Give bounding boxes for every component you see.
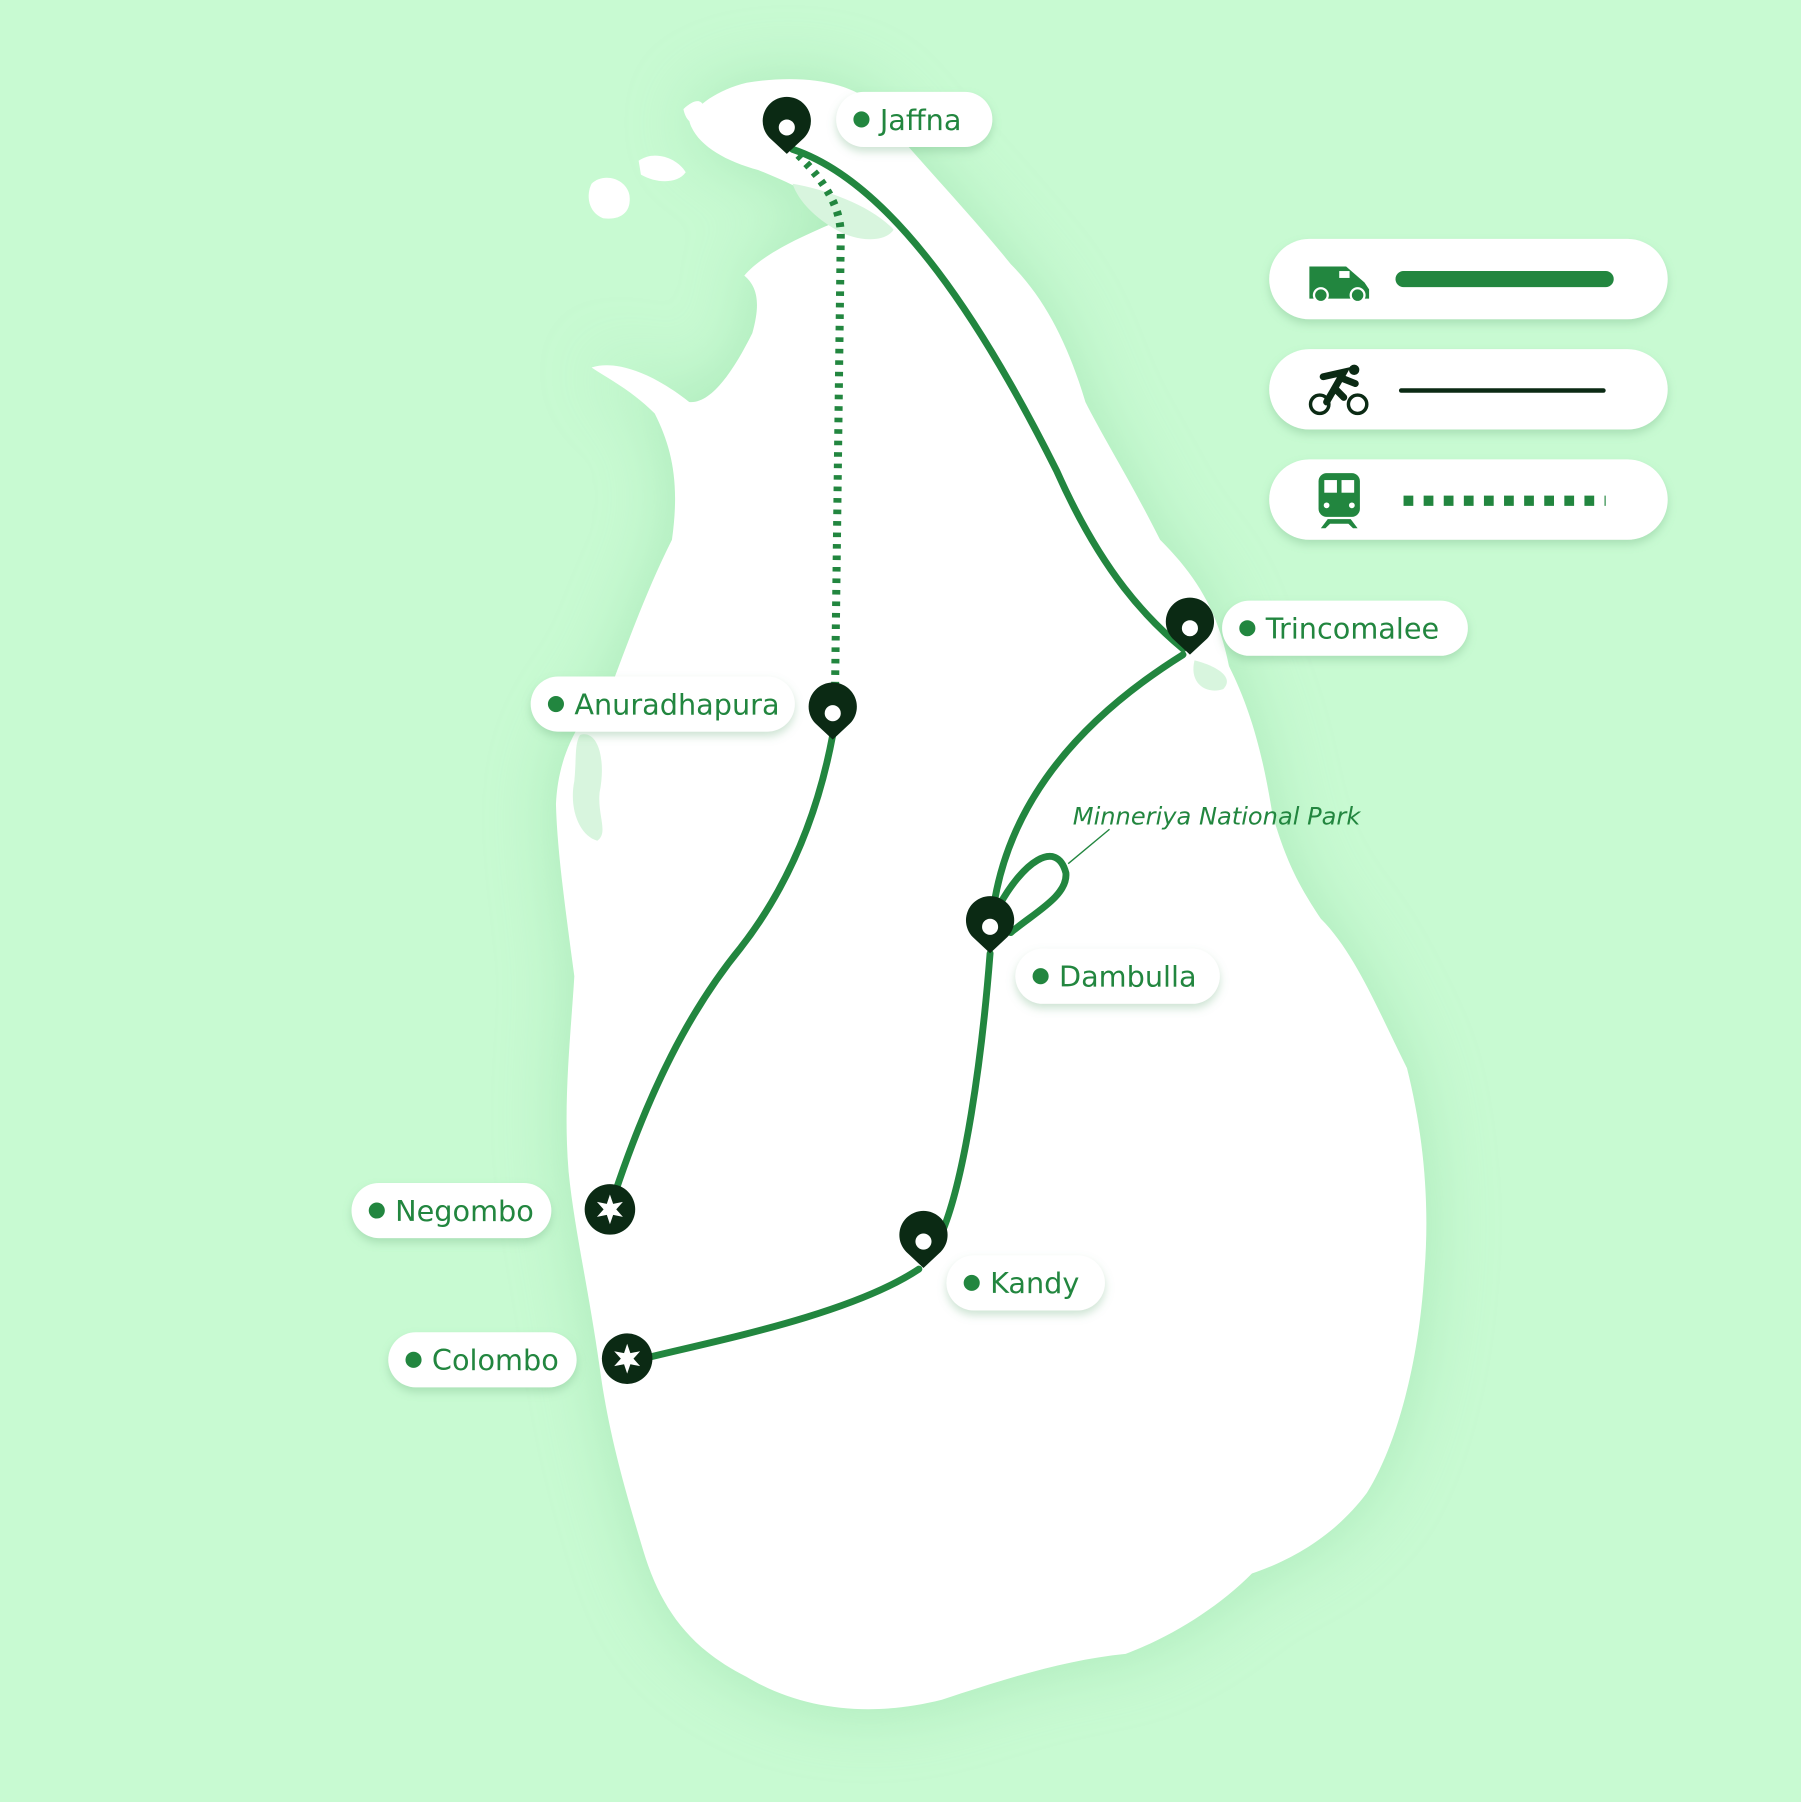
- place-name: Dambulla: [1059, 960, 1197, 994]
- label-kandy: Kandy: [946, 1255, 1105, 1311]
- route-dambulla-kandy: [936, 949, 994, 1242]
- route-jaffna-anuradhapura-train: [795, 152, 845, 692]
- pin-hole: [915, 1233, 932, 1250]
- label-pill: [351, 1182, 552, 1239]
- minneriya-label: Minneriya National Park: [1073, 803, 1362, 831]
- route-kandy-colombo: [639, 1265, 923, 1363]
- pin-hole: [982, 918, 999, 935]
- label-pill: [1015, 948, 1220, 1004]
- legend-item-van: [1269, 238, 1668, 320]
- islet: [588, 177, 630, 219]
- bullet-dot-icon: [405, 1351, 422, 1368]
- label-anuradhapura: Anuradhapura: [530, 676, 795, 732]
- label-pill: [946, 1255, 1105, 1311]
- place-name: Negombo: [395, 1194, 534, 1228]
- route-minneriya-loop: [993, 852, 1070, 937]
- marker-trincomalee[interactable]: [1165, 597, 1215, 655]
- bullet-dot-icon: [1239, 620, 1256, 637]
- label-pill: [1222, 600, 1468, 656]
- bullet-dot-icon: [368, 1202, 385, 1219]
- islet: [683, 101, 704, 123]
- label-colombo: Colombo: [388, 1332, 577, 1388]
- label-pill: [530, 676, 795, 732]
- marker-negombo[interactable]: [584, 1184, 636, 1235]
- pin-hole: [824, 705, 841, 722]
- place-name: Trincomalee: [1265, 612, 1439, 646]
- park-leader-line: [1067, 828, 1110, 865]
- label-dambulla: Dambulla: [1015, 948, 1220, 1004]
- pin-hole: [1181, 620, 1198, 637]
- star-icon: [596, 1194, 623, 1225]
- marker-colombo[interactable]: [601, 1333, 653, 1384]
- legend-item-bike: [1269, 349, 1668, 430]
- marker-kandy[interactable]: [899, 1210, 948, 1268]
- legend-item-train: [1269, 459, 1668, 540]
- train-icon: [1318, 473, 1360, 529]
- label-pill: [836, 91, 993, 148]
- bullet-dot-icon: [853, 111, 870, 128]
- pin-hole: [778, 119, 795, 136]
- route-anuradhapura-negombo: [611, 731, 837, 1198]
- route-jaffna-trincomalee: [789, 145, 1187, 653]
- bullet-dot-icon: [1032, 968, 1049, 985]
- place-name: Jaffna: [878, 103, 962, 137]
- van-icon: [1309, 266, 1370, 304]
- star-icon: [614, 1343, 641, 1374]
- place-name: Colombo: [432, 1343, 559, 1377]
- cyclist-icon: [1308, 364, 1369, 416]
- marker-jaffna[interactable]: [762, 96, 811, 154]
- legend: [1269, 238, 1668, 540]
- lagoon: [572, 734, 603, 841]
- label-jaffna: Jaffna: [836, 91, 993, 148]
- lagoon: [792, 183, 894, 240]
- islet: [638, 155, 686, 182]
- lagoon: [1193, 660, 1227, 691]
- place-name: Kandy: [990, 1266, 1079, 1300]
- label-negombo: Negombo: [351, 1182, 552, 1239]
- marker-anuradhapura[interactable]: [808, 682, 857, 740]
- label-pill: [388, 1332, 577, 1388]
- route-trincomalee-dambulla: [990, 651, 1187, 911]
- sri-lanka-island: [555, 79, 1427, 1710]
- place-name: Anuradhapura: [574, 687, 779, 721]
- bullet-dot-icon: [963, 1274, 980, 1291]
- marker-dambulla[interactable]: [965, 896, 1015, 954]
- bullet-dot-icon: [547, 695, 564, 713]
- label-trincomalee: Trincomalee: [1222, 600, 1468, 656]
